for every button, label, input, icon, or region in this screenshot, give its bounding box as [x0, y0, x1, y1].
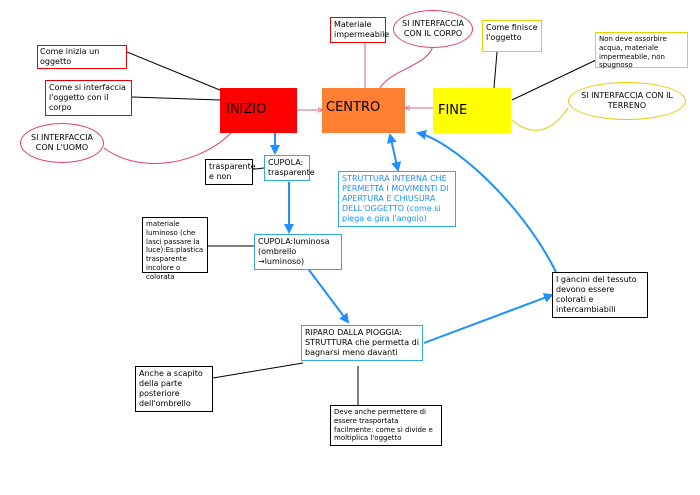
curve-inizio-uomo — [103, 131, 233, 165]
materiale-luminoso-box: materiale luminoso (che lasci passare la… — [142, 217, 208, 281]
materiale-impermeabile-box: Materiale impermeabile — [330, 17, 390, 43]
si-interfaccia-terreno-text: SI INTERFACCIA CON IL TERRENO — [581, 91, 673, 110]
come-finisce-box: Come finisce l'oggetto — [482, 20, 542, 52]
cupola-luminosa-text: CUPOLA:luminosa (ombrello →luminoso) — [258, 237, 330, 266]
si-interfaccia-uomo-ellipse: SI INTERFACCIA CON L'UOMO — [20, 123, 104, 163]
inizio-label: INIZIO — [226, 102, 267, 117]
cupola-trasparente-box: CUPOLA: trasparente — [264, 155, 315, 181]
si-interfaccia-corpo-ellipse: SI INTERFACCIA CON IL CORPO — [393, 10, 473, 48]
line-come-finisce-fine — [493, 51, 498, 89]
ganci-box: I gancini del tessuto devono essere colo… — [552, 272, 648, 318]
anche-scapito-box: Anche a scapito della parte posteriore d… — [135, 366, 213, 412]
arrow-ganci-fine — [416, 129, 557, 273]
cupola-trasparente-text: CUPOLA: trasparente — [268, 158, 315, 177]
fine-node: FINE — [433, 88, 511, 133]
non-deve-assorbire-box: Non deve assorbire acqua, materiale impe… — [595, 32, 688, 70]
anche-scapito-text: Anche a scapito della parte posteriore d… — [139, 369, 203, 408]
si-interfaccia-terreno-ellipse: SI INTERFACCIA CON IL TERRENO — [568, 82, 686, 120]
si-interfaccia-uomo-text: SI INTERFACCIA CON L'UOMO — [30, 133, 94, 152]
si-interfaccia-corpo-text: SI INTERFACCIA CON IL CORPO — [401, 19, 465, 38]
come-inizia-box: Come inizia un oggetto — [37, 45, 127, 69]
line-riparo-scapito — [212, 362, 304, 379]
cupola-luminosa-box: CUPOLA:luminosa (ombrello →luminoso) — [254, 234, 342, 270]
come-inizia-text: Come inizia un oggetto — [40, 47, 100, 66]
materiale-luminoso-text: materiale luminoso (che lasci passare la… — [146, 220, 204, 281]
line-come-interfaccia-inizio — [131, 96, 221, 101]
arrow-cupola-riparo — [302, 261, 350, 324]
arrow-centro-struttura — [386, 133, 402, 172]
arrow-riparo-ganci — [423, 293, 554, 344]
centro-node: CENTRO — [322, 88, 405, 133]
struttura-interna-box: STRUTTURA INTERNA CHE PERMETTA I MOVIMEN… — [338, 171, 456, 227]
line-come-inizia-inizio — [126, 51, 233, 96]
curve-fine-terreno — [511, 107, 569, 131]
line-non-assorbire-fine — [511, 59, 597, 101]
inizio-node: INIZIO — [220, 88, 297, 133]
trasparente-e-non-text: trasparente e non — [209, 162, 256, 181]
riparo-box: RIPARO DALLA PIOGGIA: STRUTTURA che perm… — [301, 325, 423, 361]
non-deve-assorbire-text: Non deve assorbire acqua, materiale impe… — [599, 35, 667, 70]
centro-label: CENTRO — [326, 100, 381, 115]
deve-permettere-box: Deve anche permettere di essere trasport… — [330, 405, 442, 446]
materiale-impermeabile-text: Materiale impermeabile — [334, 20, 390, 39]
fine-label: FINE — [438, 103, 468, 118]
curve-centro-corpo — [379, 44, 434, 89]
riparo-text: RIPARO DALLA PIOGGIA: STRUTTURA che perm… — [305, 328, 419, 357]
struttura-interna-text: STRUTTURA INTERNA CHE PERMETTA I MOVIMEN… — [342, 174, 449, 223]
deve-permettere-text: Deve anche permettere di essere trasport… — [334, 408, 433, 443]
trasparente-e-non-box: trasparente e non — [205, 159, 256, 185]
come-finisce-text: Come finisce l'oggetto — [486, 23, 538, 42]
come-interfaccia-box: Come si interfaccia l'oggetto con il cor… — [45, 80, 132, 116]
ganci-text: I gancini del tessuto devono essere colo… — [556, 275, 637, 314]
come-interfaccia-text: Come si interfaccia l'oggetto con il cor… — [49, 83, 126, 112]
